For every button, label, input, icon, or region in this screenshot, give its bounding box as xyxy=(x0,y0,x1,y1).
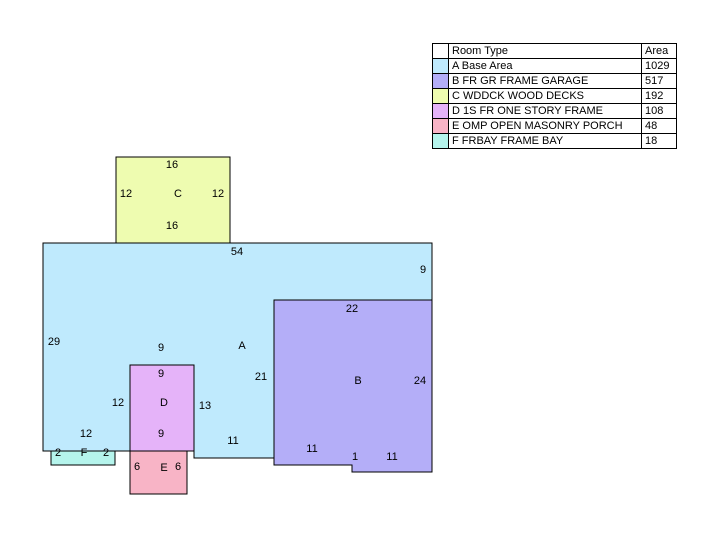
legend-room-area: 108 xyxy=(641,103,677,119)
legend-swatch xyxy=(432,88,449,104)
room-e-shape xyxy=(129,450,188,495)
legend-header-area: Area xyxy=(641,43,677,59)
room-b-letter: B xyxy=(354,375,361,387)
room-d-letter: D xyxy=(160,397,168,409)
room-b-shape xyxy=(273,299,433,473)
legend-header-room-type: Room Type xyxy=(448,43,642,59)
room-e-letter: E xyxy=(160,462,167,474)
legend-room-label: A Base Area xyxy=(448,58,642,74)
legend-swatch xyxy=(432,133,449,149)
legend-room-area: 18 xyxy=(641,133,677,149)
legend-row: E OMP OPEN MASONRY PORCH 48 xyxy=(432,118,677,134)
room-f-dim-left: 2 xyxy=(55,447,61,459)
room-b-dim-right: 24 xyxy=(414,375,426,387)
room-a-dim-bay-side: 12 xyxy=(112,397,124,409)
room-f-letter: F xyxy=(81,447,88,459)
room-b-dim-top: 22 xyxy=(346,303,358,315)
legend-swatch xyxy=(432,118,449,134)
room-c-dim-right: 12 xyxy=(212,188,224,200)
room-a-dim-bottom: 11 xyxy=(227,435,238,447)
legend-room-area: 1029 xyxy=(641,58,677,74)
room-c-dim-top: 16 xyxy=(166,159,178,171)
room-b-dim-bottom-left: 11 xyxy=(306,443,317,455)
legend-room-area: 192 xyxy=(641,88,677,104)
room-type-legend: Room Type Area A Base Area 1029 B FR GR … xyxy=(432,43,677,149)
room-a-dim-d-side: 13 xyxy=(199,400,211,412)
legend-room-label: E OMP OPEN MASONRY PORCH xyxy=(448,118,642,134)
room-e-dim-right: 6 xyxy=(175,461,181,473)
legend-header-row: Room Type Area xyxy=(432,43,677,59)
room-f-shape xyxy=(50,450,116,466)
legend-room-label: D 1S FR ONE STORY FRAME xyxy=(448,103,642,119)
room-f-dim-top: 12 xyxy=(80,428,92,440)
legend-row: B FR GR FRAME GARAGE 517 xyxy=(432,73,677,89)
legend-row: D 1S FR ONE STORY FRAME 108 xyxy=(432,103,677,119)
room-a-dim-garage-side: 21 xyxy=(255,371,267,383)
room-c-dim-bottom: 16 xyxy=(166,220,178,232)
room-a-dim-right: 9 xyxy=(420,264,426,276)
room-a-dim-top: 54 xyxy=(231,246,243,258)
room-c-letter: C xyxy=(174,188,182,200)
room-b-dim-step: 1 xyxy=(352,451,358,463)
legend-room-area: 517 xyxy=(641,73,677,89)
room-a-letter: A xyxy=(238,340,246,352)
legend-room-label: B FR GR FRAME GARAGE xyxy=(448,73,642,89)
legend-row: C WDDCK WOOD DECKS 192 xyxy=(432,88,677,104)
legend-header-swatch xyxy=(432,43,449,59)
legend-swatch xyxy=(432,58,449,74)
legend-swatch xyxy=(432,73,449,89)
room-c-dim-left: 12 xyxy=(120,188,132,200)
room-a-dim-inner: 9 xyxy=(158,342,164,354)
room-e-dim-left: 6 xyxy=(134,461,140,473)
room-a-dim-left: 29 xyxy=(48,336,60,348)
room-d-dim-top: 9 xyxy=(158,368,164,380)
legend-room-label: C WDDCK WOOD DECKS xyxy=(448,88,642,104)
room-c-shape xyxy=(115,156,231,244)
room-b-dim-bottom-right: 11 xyxy=(386,451,397,463)
legend-swatch xyxy=(432,103,449,119)
legend-room-area: 48 xyxy=(641,118,677,134)
room-d-dim-bottom: 9 xyxy=(158,428,164,440)
legend-row: F FRBAY FRAME BAY 18 xyxy=(432,133,677,149)
legend-row: A Base Area 1029 xyxy=(432,58,677,74)
room-f-dim-right: 2 xyxy=(103,447,109,459)
legend-room-label: F FRBAY FRAME BAY xyxy=(448,133,642,149)
room-d-shape xyxy=(129,364,195,452)
